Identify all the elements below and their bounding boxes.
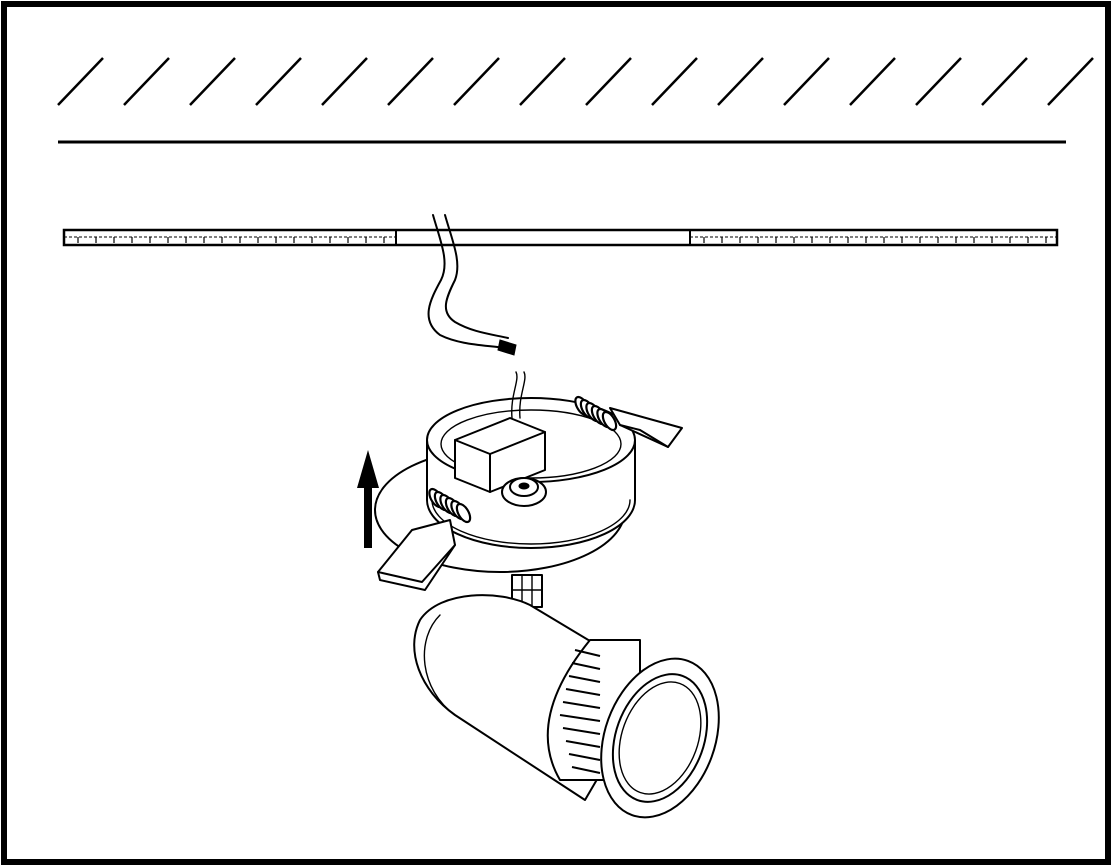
spotlight-icon (413, 594, 720, 819)
hatch-line (189, 57, 236, 106)
hatch-line (651, 57, 698, 106)
hatch-line (57, 57, 104, 106)
hatch-line (123, 57, 170, 106)
nut-icon (501, 477, 547, 507)
hatch-line (387, 57, 434, 106)
perforated-panel-icon (62, 228, 1059, 247)
hatch-line (717, 57, 764, 106)
arrow-up-icon (357, 450, 379, 548)
hatch-line (519, 57, 566, 106)
spring-clip-icon (574, 395, 683, 448)
hatch-line (453, 57, 500, 106)
hatch-line (849, 57, 896, 106)
hatch-line (981, 57, 1028, 106)
hatch-line (915, 57, 962, 106)
hatch-line (1047, 57, 1094, 106)
hatch-line (585, 57, 632, 106)
hatch-line (255, 57, 302, 106)
hatch-line (783, 57, 830, 106)
hatched-ceiling-icon (57, 57, 1094, 106)
hatch-line (321, 57, 368, 106)
connector-box-icon (454, 371, 546, 493)
spring-clip-icon (377, 487, 472, 591)
cable-icon (427, 214, 517, 356)
